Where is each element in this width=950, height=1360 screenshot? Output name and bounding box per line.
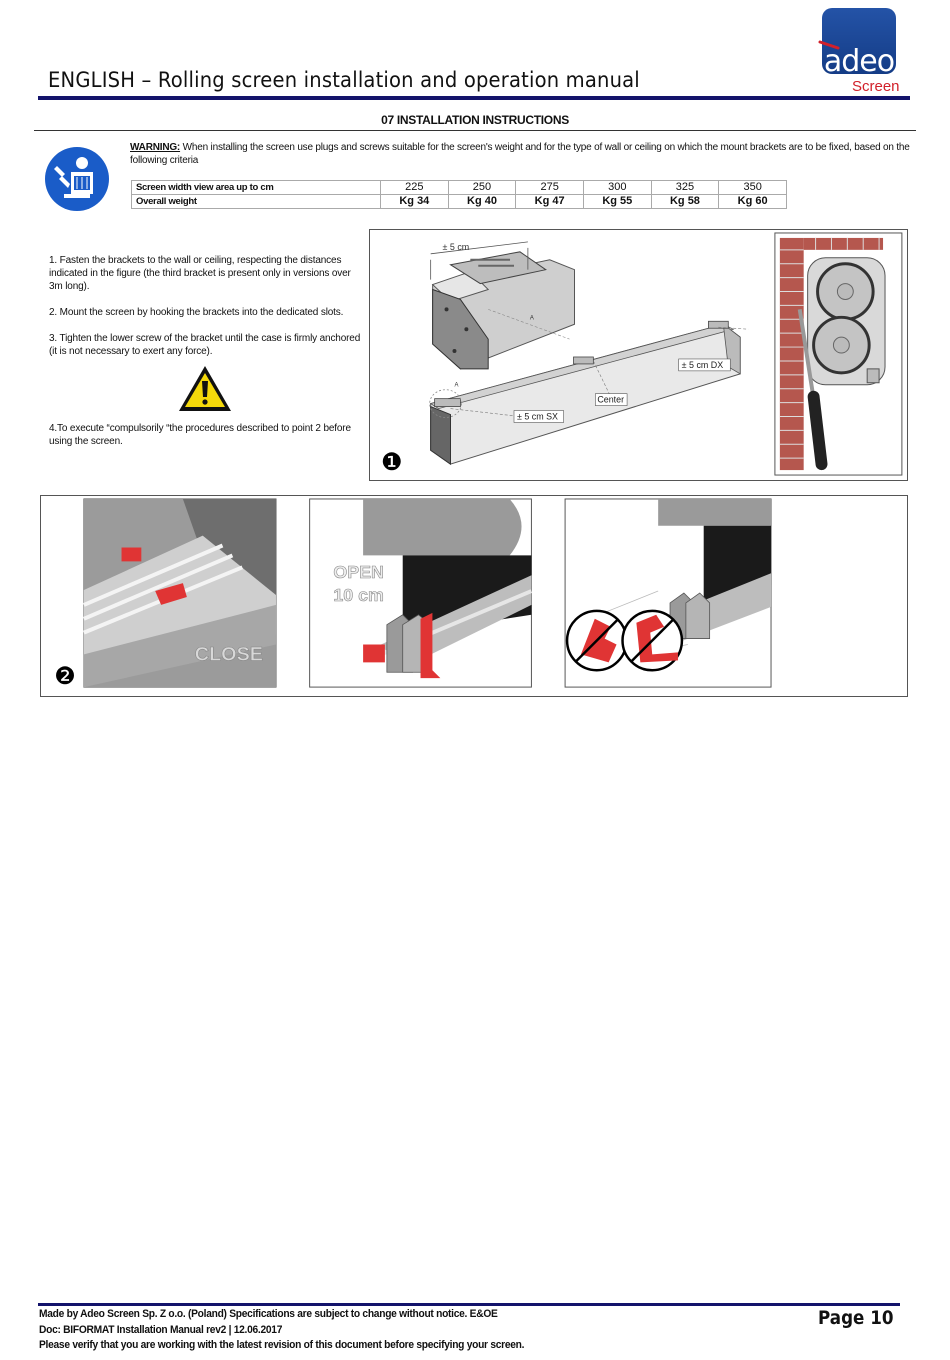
width-cell: 350 [718,180,787,195]
center-label: Center [597,395,624,405]
weight-cell: Kg 58 [650,194,720,209]
figure-1-bracket-mounting: ± 5 cm A A ± 5 cm SX Center ± 5 cm DX ❶ [369,229,908,481]
weight-cell: Kg 55 [582,194,652,209]
weights-table: Screen width view area up to cm 225 250 … [131,180,787,209]
step-3: 3. Tighten the lower screw of the bracke… [49,333,361,357]
dim-sx-label: ± 5 cm SX [517,411,558,421]
table-row: Overall weight Kg 34 Kg 40 Kg 47 Kg 55 K… [131,194,787,209]
section-title: 07 INSTALLATION INSTRUCTIONS [381,113,569,127]
width-cell: 250 [447,180,517,195]
row-label-weight: Overall weight [131,194,381,209]
step-1: 1. Fasten the brackets to the wall or ce… [49,255,351,292]
warning-body: When installing the screen use plugs and… [130,142,910,166]
weight-cell: Kg 40 [447,194,517,209]
dim-top-label: ± 5 cm [443,242,470,252]
table-row: Screen width view area up to cm 225 250 … [131,180,787,195]
warning-text: WARNING: When installing the screen use … [130,141,910,167]
width-cell: 325 [650,180,720,195]
page-number: Page 10 [818,1307,894,1329]
section-rule [34,130,916,131]
weight-cell: Kg 34 [380,194,449,209]
figure-1-number: ❶ [381,449,402,476]
logo-box [822,8,896,74]
dim-dx-label: ± 5 cm DX [682,360,724,370]
width-cell: 225 [380,180,449,195]
footer-line-2: Doc: BIFORMAT Installation Manual rev2 |… [39,1323,283,1336]
width-cell: 275 [515,180,584,195]
width-cell: 300 [582,180,652,195]
weight-cell: Kg 47 [515,194,584,209]
label-a1: A [530,315,534,321]
close-label: CLOSE [195,643,263,665]
label-a2: A [454,383,458,389]
logo-sub: Screen [852,78,900,95]
warning-label: WARNING: [130,142,181,153]
header-rule [38,96,910,100]
weight-cell: Kg 60 [718,194,787,209]
figure-2-number: ❷ [54,663,75,690]
adeo-logo: adeo Screen [812,6,904,98]
logo-swoosh-icon [818,40,840,50]
document-title: ENGLISH – Rolling screen installation an… [48,68,640,92]
row-label-width: Screen width view area up to cm [131,180,381,195]
step-4: 4.To execute “compulsorily “the procedur… [49,423,351,447]
figure-2-hem-clips: CLOSE ❷ OPEN 10 cm [40,495,908,697]
footer-line-1: Made by Adeo Screen Sp. Z o.o. (Poland) … [39,1308,498,1320]
footer-line-3: Please verify that you are working with … [39,1339,525,1351]
open-label-line2: 10 cm [333,585,384,605]
footer-rule [38,1303,900,1306]
logo-word: adeo [823,44,895,79]
steps-list: 1. Fasten the brackets to the wall or ce… [49,254,361,461]
footer-text: Made by Adeo Screen Sp. Z o.o. (Poland) … [39,1307,524,1354]
caution-triangle-icon [179,366,231,411]
step-2: 2. Mount the screen by hooking the brack… [49,307,344,318]
open-label-line1: OPEN [333,562,383,582]
mandatory-manual-icon [45,147,109,211]
